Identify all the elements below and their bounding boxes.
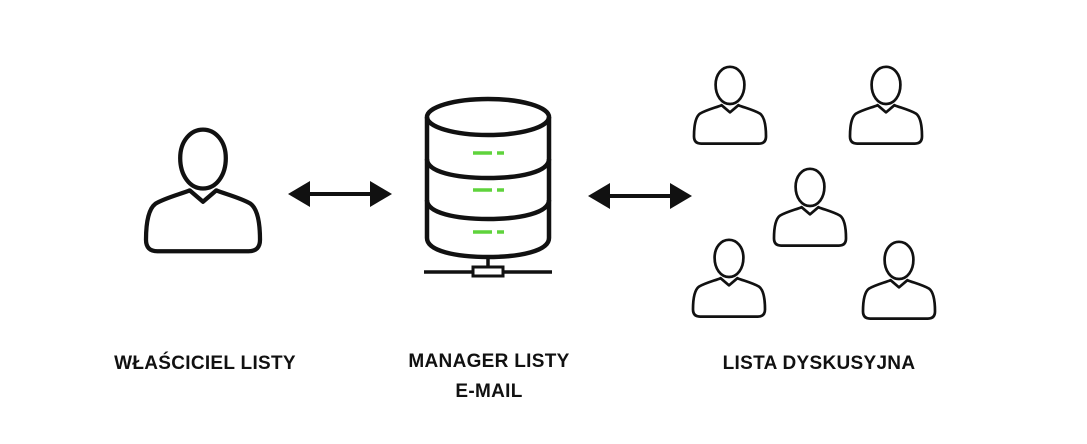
manager-label-line-2: E-MAIL (455, 381, 523, 402)
double-arrow-icon-left (288, 181, 392, 207)
member-person-icon-3 (772, 167, 848, 247)
database-server-icon (424, 96, 552, 278)
member-person-icon-1 (692, 65, 768, 145)
member-person-icon-5 (861, 240, 937, 320)
owner-label: WŁAŚCICIEL LISTY (114, 353, 296, 374)
manager-label-line-1: MANAGER LISTY (408, 351, 570, 372)
double-arrow-icon-right (588, 183, 692, 209)
manager-label: MANAGER LISTY E-MAIL (364, 347, 614, 407)
discussion-list-label: LISTA DYSKUSYJNA (722, 353, 916, 374)
owner-person-icon (146, 130, 260, 252)
member-person-icon-2 (848, 65, 924, 145)
member-person-icon-4 (691, 238, 767, 318)
